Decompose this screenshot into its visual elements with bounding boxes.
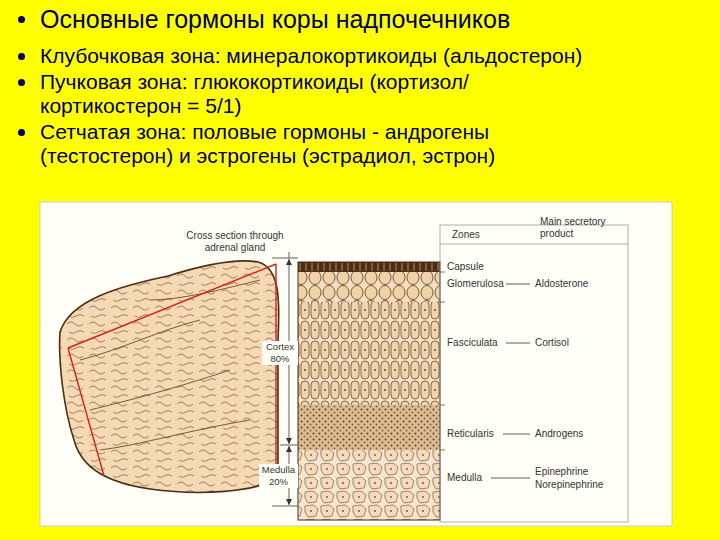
bullet-dot — [18, 79, 25, 86]
hormone-label: Epinephrine — [535, 466, 588, 478]
dimension-label: Medulla 20% — [259, 464, 298, 488]
zone-label: Capsule — [447, 261, 484, 273]
hormone-label: Cortisol — [535, 337, 569, 349]
column-header: Zones — [452, 229, 480, 241]
hormone-label: Norepinephrine — [535, 479, 603, 491]
figure-label: Cross section through adrenal gland — [180, 230, 290, 254]
bullet-dot — [18, 16, 25, 23]
bullet-text: Клубочковая зона: минералокортикоиды (ал… — [40, 44, 712, 68]
slide-title: Основные гормоны коры надпочечников — [40, 4, 710, 34]
zone-label: Medulla — [447, 472, 482, 484]
zone-label: Reticularis — [447, 428, 494, 440]
zone-label: Glomerulosa — [447, 278, 504, 290]
hormone-label: Aldosterone — [535, 278, 588, 290]
column-header: Main secretory product — [540, 216, 620, 240]
bullet-text: Сетчатая зона: половые гормоны - андроге… — [40, 120, 600, 168]
bullet-dot — [18, 129, 25, 136]
zone-label: Fasciculata — [447, 337, 498, 349]
bullet-dot — [18, 53, 25, 60]
bullet-text: Пучковая зона: глюкокортикоиды (кортизол… — [40, 70, 510, 118]
dimension-label: Cortex 80% — [262, 341, 298, 365]
hormone-label: Androgens — [535, 428, 583, 440]
